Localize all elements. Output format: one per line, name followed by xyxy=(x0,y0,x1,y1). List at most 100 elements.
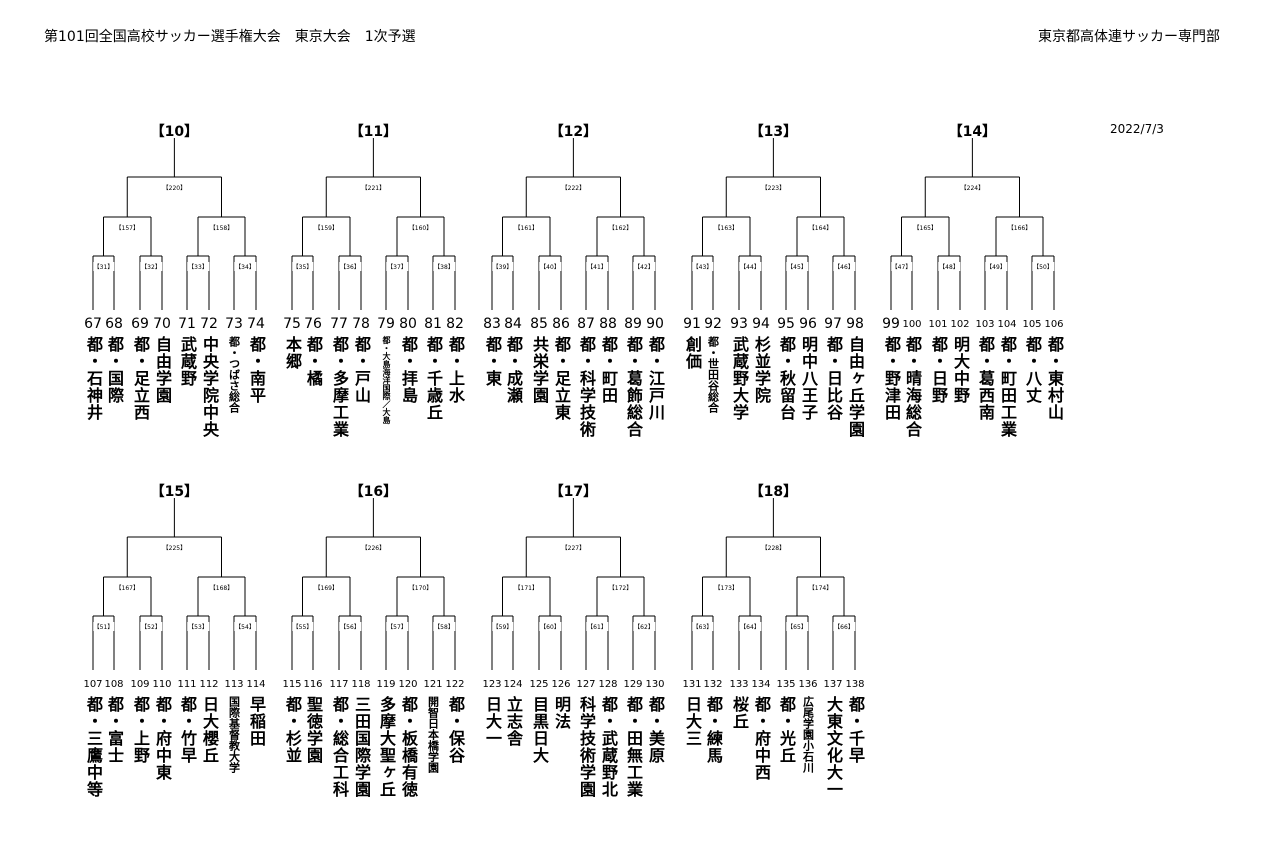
entry-number: 92 xyxy=(704,316,722,332)
final-match-number: 【223】 xyxy=(760,183,787,192)
first-round-match-number: 【55】 xyxy=(291,622,314,631)
team-name: 都・練馬 xyxy=(704,696,723,764)
first-round-match-number: 【39】 xyxy=(491,262,514,271)
team-name: 日大櫻丘 xyxy=(200,696,219,764)
semi-match-number: 【158】 xyxy=(208,223,235,232)
entry-number: 90 xyxy=(646,316,664,332)
team-name: 本郷 xyxy=(283,336,302,370)
bracket-lines xyxy=(691,138,856,310)
team-name: 都・千歳丘 xyxy=(424,336,443,421)
first-round-match-number: 【58】 xyxy=(433,622,455,631)
bracket-lines xyxy=(291,498,456,670)
organizer-label: 東京都高体連サッカー専門部 xyxy=(1038,29,1220,45)
semi-match-number: 【165】 xyxy=(912,223,938,232)
bracket-lines xyxy=(92,498,257,670)
team-name: 明中八王子 xyxy=(799,336,818,421)
team-name: 都・武蔵野北 xyxy=(599,696,618,798)
entry-number: 119 xyxy=(376,679,396,690)
entry-number: 115 xyxy=(282,679,302,690)
entry-number: 99 xyxy=(882,316,900,332)
first-round-match-number: 【65】 xyxy=(786,622,808,631)
team-name: 都・つばさ総合 xyxy=(227,336,241,413)
team-name: 自由ヶ丘学園 xyxy=(846,336,865,438)
first-round-match-number: 【59】 xyxy=(491,622,514,631)
team-name: 中央学院中央 xyxy=(200,336,219,438)
first-round-match-number: 【62】 xyxy=(633,622,655,631)
entry-number: 120 xyxy=(398,679,418,690)
team-name: 都・国際 xyxy=(105,336,124,404)
final-match-number: 【224】 xyxy=(959,183,986,192)
bracket-lines xyxy=(491,138,656,310)
semi-match-number: 【172】 xyxy=(607,583,634,592)
entry-number: 116 xyxy=(303,679,323,690)
team-name: 日大三 xyxy=(683,696,702,747)
final-match-number: 【220】 xyxy=(161,183,188,192)
entry-number: 79 xyxy=(377,316,395,332)
entry-number: 121 xyxy=(423,679,443,690)
first-round-match-number: 【36】 xyxy=(339,262,361,271)
team-name: 都・成瀬 xyxy=(504,336,523,404)
team-name: 都・秋留台 xyxy=(777,336,796,421)
team-name: 都・世田谷総合 xyxy=(706,336,720,413)
entry-number: 85 xyxy=(530,316,548,332)
entry-number: 71 xyxy=(178,316,196,332)
team-name: 多摩大聖ヶ丘 xyxy=(377,696,396,798)
semi-match-number: 【171】 xyxy=(513,583,539,592)
entry-number: 137 xyxy=(823,679,843,690)
team-name: 都・晴海総合 xyxy=(903,336,922,438)
team-name: 都・石神井 xyxy=(84,336,103,421)
team-name: 都・足立西 xyxy=(131,336,150,421)
bracket-title: 【13】 xyxy=(749,124,798,140)
entry-number: 84 xyxy=(504,316,522,332)
semi-match-number: 【167】 xyxy=(114,583,140,592)
first-round-match-number: 【48】 xyxy=(938,262,960,271)
entry-number: 118 xyxy=(351,679,371,690)
first-round-match-number: 【47】 xyxy=(890,262,913,271)
entry-number: 132 xyxy=(703,679,723,690)
team-name: 都・府中東 xyxy=(153,696,172,781)
entry-number: 112 xyxy=(199,679,219,690)
team-name: 都・東 xyxy=(483,336,502,387)
first-round-match-number: 【32】 xyxy=(140,262,162,271)
first-round-match-number: 【51】 xyxy=(92,622,115,631)
entry-number: 78 xyxy=(352,316,370,332)
team-name: 都・富士 xyxy=(105,696,124,764)
team-name: 目黒日大 xyxy=(530,696,549,764)
semi-match-number: 【161】 xyxy=(513,223,539,232)
entry-number: 74 xyxy=(247,316,265,332)
team-name: 創価 xyxy=(683,336,702,370)
entry-number: 130 xyxy=(645,679,665,690)
entry-number: 67 xyxy=(84,316,102,332)
semi-match-number: 【170】 xyxy=(407,583,434,592)
team-name: 武蔵野 xyxy=(178,336,197,387)
entry-number: 114 xyxy=(246,679,266,690)
first-round-match-number: 【46】 xyxy=(833,262,855,271)
first-round-match-number: 【44】 xyxy=(739,262,761,271)
entry-number: 111 xyxy=(177,679,197,690)
first-round-match-number: 【53】 xyxy=(187,622,209,631)
first-round-match-number: 【66】 xyxy=(833,622,855,631)
entry-number: 136 xyxy=(798,679,818,690)
entry-number: 100 xyxy=(902,319,922,330)
date-label: 2022/7/3 xyxy=(1110,122,1164,136)
entry-number: 127 xyxy=(576,679,596,690)
team-name: 都・町田工業 xyxy=(998,336,1017,438)
team-name: 聖徳学園 xyxy=(304,696,323,764)
team-name: 都・田無工業 xyxy=(624,696,643,798)
entry-number: 128 xyxy=(598,679,618,690)
entry-number: 77 xyxy=(330,316,348,332)
team-name: 都・杉並 xyxy=(283,696,302,764)
first-round-match-number: 【41】 xyxy=(586,262,608,271)
team-name: 都・南平 xyxy=(247,336,266,404)
entry-number: 91 xyxy=(683,316,701,332)
entry-number: 134 xyxy=(751,679,771,690)
entry-number: 107 xyxy=(83,679,103,690)
entry-number: 88 xyxy=(599,316,617,332)
